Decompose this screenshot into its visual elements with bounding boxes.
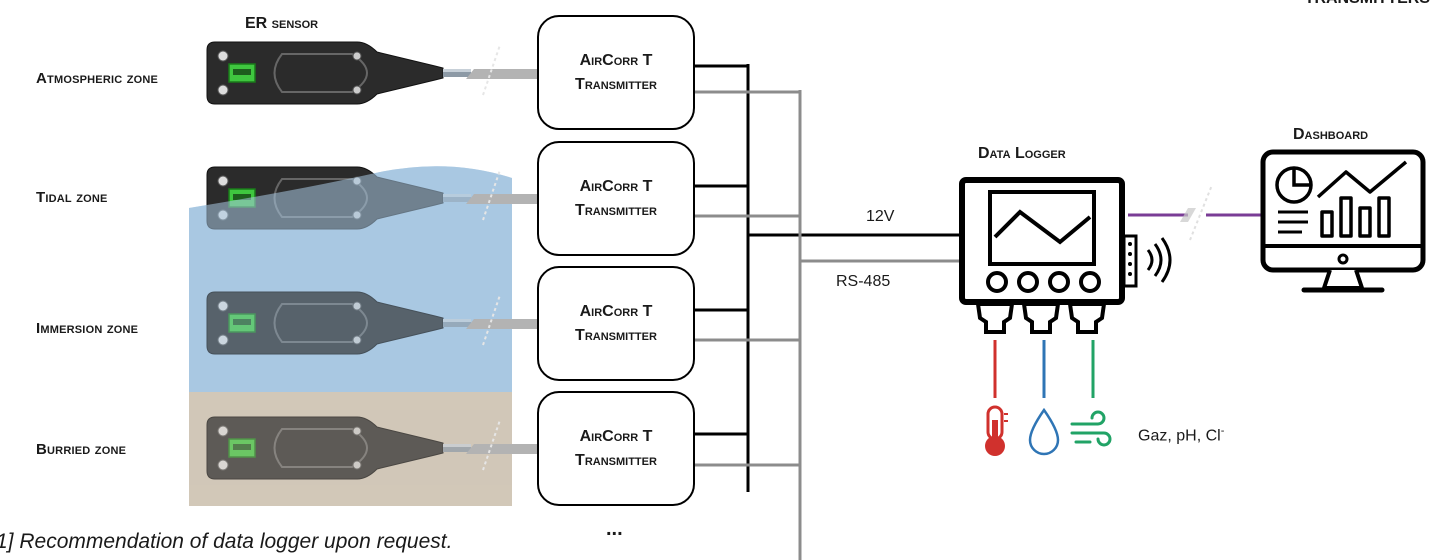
cable-breaks xyxy=(466,69,538,454)
power-bus-label: 12V xyxy=(866,208,895,225)
data-bus-label: RS-485 xyxy=(836,273,891,290)
top-right-title: TRANSMITTERS xyxy=(1250,0,1430,8)
zone-label-immersion: Immersion zone xyxy=(36,320,139,337)
chloride-superscript: - xyxy=(1220,425,1225,437)
zone-label-atmospheric: Atmospheric zone xyxy=(36,70,159,87)
transmitter-box: AirCorr T Transmitter xyxy=(537,15,695,130)
er-sensor-atmospheric xyxy=(206,41,472,105)
transmitter-type: Transmitter xyxy=(575,75,657,93)
transmitter-box: AirCorr T Transmitter xyxy=(537,266,695,381)
water-drop-icon xyxy=(1028,407,1060,456)
data-bus xyxy=(695,90,962,560)
sensor-title: ER sensor xyxy=(245,15,319,32)
transmitter-type: Transmitter xyxy=(575,451,657,469)
thermometer-icon xyxy=(985,405,1008,456)
wireless-icon xyxy=(1146,237,1172,283)
dashboard-monitor-icon xyxy=(1260,149,1426,293)
footnote: 1] Recommendation of data logger upon re… xyxy=(0,530,453,553)
zone-label-burried: Burried zone xyxy=(36,441,127,458)
data-logger-device xyxy=(959,177,1138,334)
more-transmitters-ellipsis: ... xyxy=(606,518,623,540)
transmitter-type: Transmitter xyxy=(575,201,657,219)
pie-chart-icon xyxy=(1275,166,1313,204)
transmitter-name: AirCorr T xyxy=(579,302,653,320)
wind-icon xyxy=(1070,410,1112,447)
other-sensors-note: Gaz, pH, Cl- xyxy=(1138,425,1224,445)
power-bus xyxy=(695,64,962,492)
transmitter-name: AirCorr T xyxy=(579,177,653,195)
transmitter-type: Transmitter xyxy=(575,326,657,344)
transmitter-box: AirCorr T Transmitter xyxy=(537,391,695,506)
other-sensors-text: Gaz, pH, Cl xyxy=(1138,427,1221,445)
transmitter-box: AirCorr T Transmitter xyxy=(537,141,695,256)
data-logger-title: Data Logger xyxy=(978,145,1066,162)
transmitter-name: AirCorr T xyxy=(579,51,653,69)
zone-label-tidal: Tidal zone xyxy=(36,189,108,206)
transmitter-name: AirCorr T xyxy=(579,427,653,445)
dashboard-title: Dashboard xyxy=(1293,126,1369,143)
trend-chart-icon xyxy=(1316,160,1408,238)
